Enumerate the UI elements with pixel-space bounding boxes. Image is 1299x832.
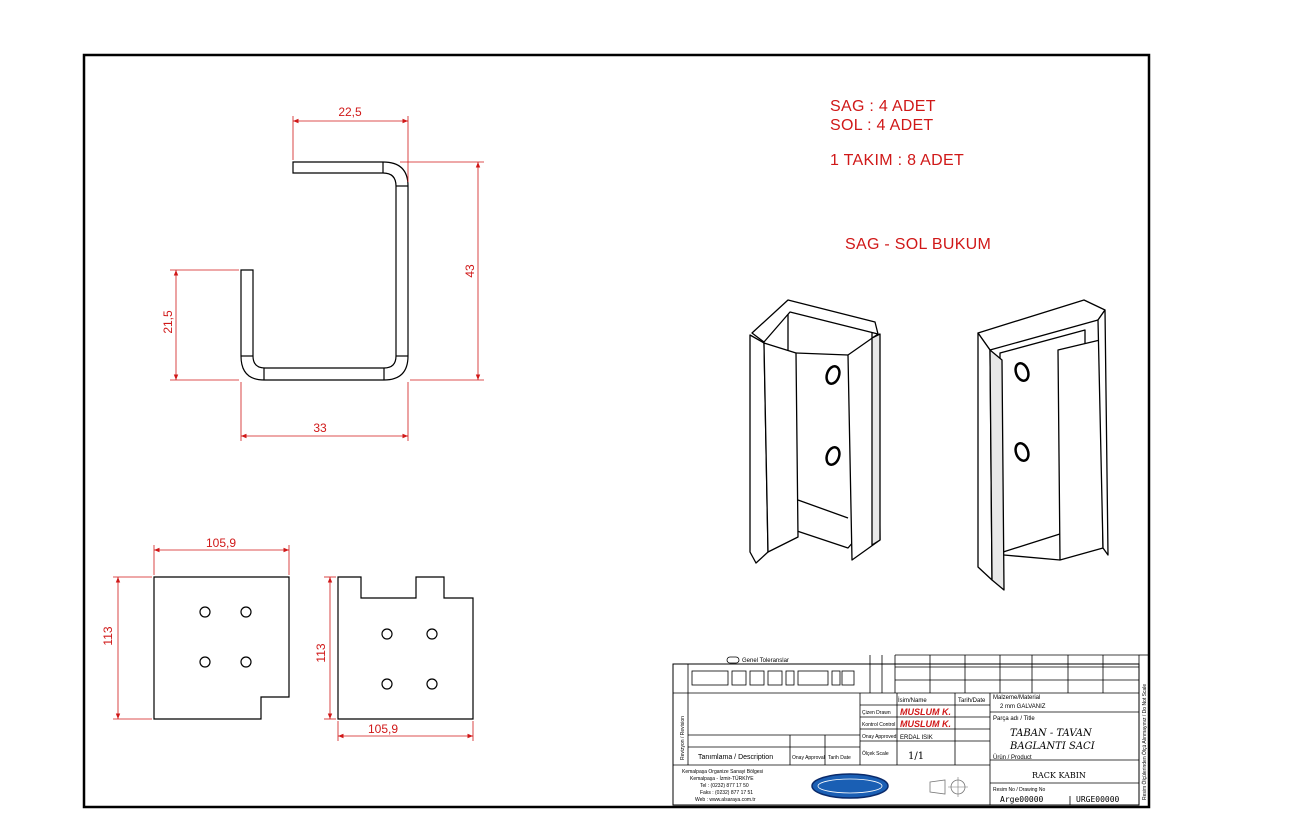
- dim-profile-bottom-width: 33: [313, 421, 327, 435]
- drawn-by: MUSLUM K.: [900, 707, 951, 717]
- name-label: İsim/Name: [898, 697, 927, 704]
- checked-label: Kontrol Control: [862, 722, 895, 728]
- approved-label: Onay Approved: [862, 734, 897, 740]
- hole: [381, 678, 393, 690]
- dim-flat-b-height: 113: [314, 643, 328, 662]
- isometric-part-left: [977, 299, 1109, 591]
- hole: [199, 656, 211, 668]
- drawing-no-1: Arge00000: [1000, 795, 1044, 804]
- part-name-label: Parça adı / Title: [993, 716, 1035, 722]
- drawn-label: Çizen Drawn: [862, 710, 891, 716]
- drawing-no-2: URGE00000: [1076, 795, 1120, 804]
- approved-by: ERDAL ISIK: [900, 735, 933, 741]
- dim-flat-a-width: 105,9: [206, 536, 236, 550]
- side-label: Resim Ölçülerinden Ölçü Alınmayınız / Do…: [1141, 684, 1148, 800]
- company-logo: [811, 773, 968, 799]
- profile-dimensions: [170, 116, 484, 441]
- note-bending: SAG - SOL BUKUM: [845, 236, 992, 253]
- hole: [199, 606, 211, 618]
- dim-flat-a-height: 113: [101, 626, 115, 645]
- approval-label: Onay Approval: [792, 755, 825, 761]
- flat-pattern-a: [153, 576, 290, 720]
- flat-b-dimensions: [324, 576, 474, 741]
- note-sol-quantity: SOL : 4 ADET: [830, 117, 934, 134]
- hole: [426, 628, 438, 640]
- dim-flat-b-width: 105,9: [368, 722, 398, 736]
- product-label: Ürün / Product: [993, 754, 1032, 761]
- dim-profile-left-height: 21,5: [161, 310, 175, 334]
- dim-profile-top-width: 22,5: [338, 105, 362, 119]
- company-web: Web : www.alsaraya.com.tr: [695, 797, 756, 803]
- hole: [240, 656, 252, 668]
- hole: [426, 678, 438, 690]
- title-block: [672, 654, 1149, 806]
- company-addr-1: Kemalpaşa Organize Sanayi Bölgesi: [682, 769, 763, 775]
- drawing-no-label: Resim No / Drawing No: [993, 787, 1045, 793]
- part-name-line1: TABAN - TAVAN: [1010, 728, 1093, 739]
- hole: [381, 628, 393, 640]
- sheet-border: [82, 53, 1151, 809]
- part-name-line2: BAGLANTI SACI: [1009, 741, 1096, 752]
- scale-value: 1/1: [908, 751, 924, 762]
- isometric-part-right: [749, 299, 881, 564]
- note-set-quantity: 1 TAKIM : 8 ADET: [830, 152, 965, 169]
- company-fax: Faks : (0232) 877 17 51: [700, 790, 753, 796]
- material-value: 2 mm GALVANIZ: [1000, 704, 1046, 710]
- title-block-text: Genel Toleranslar İsim/Name Tarih/Date Ç…: [680, 658, 1148, 804]
- revisions-label: Revizyon / Revision: [680, 716, 686, 760]
- material-label: Malzeme/Material: [993, 695, 1040, 701]
- company-tel: Tel : (0232) 877 17 50: [700, 783, 749, 789]
- date-label-2: Tarih Date: [828, 755, 851, 761]
- profile-dimension-labels: 22,5 43 21,5 33: [161, 105, 477, 435]
- company-addr-2: Kemalpaşa - İzmir-TÜRKİYE: [690, 775, 754, 782]
- date-label: Tarih/Date: [958, 698, 986, 704]
- dim-profile-height: 43: [463, 264, 477, 278]
- description-label: Tanımlama / Description: [698, 754, 773, 761]
- flat-a-dimensions: [113, 545, 290, 720]
- scale-label: Ölçek Scale: [862, 750, 889, 757]
- flat-pattern-b: [337, 576, 474, 720]
- product-value: RACK KABIN: [1032, 771, 1086, 780]
- checked-by: MUSLUM K.: [900, 719, 951, 729]
- general-tolerances-label: Genel Toleranslar: [742, 658, 789, 664]
- hole: [240, 606, 252, 618]
- note-sag-quantity: SAG : 4 ADET: [830, 98, 936, 115]
- profile-view: [240, 161, 409, 381]
